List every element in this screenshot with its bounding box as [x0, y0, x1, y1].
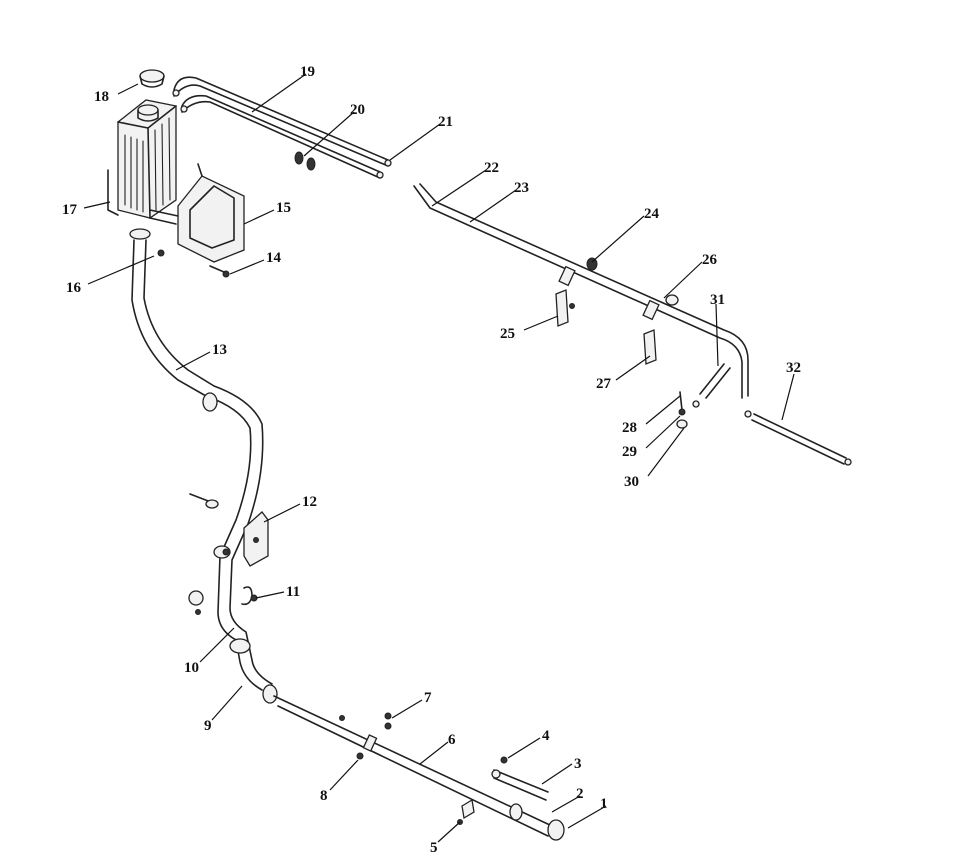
callout-26: 26	[702, 252, 718, 268]
coolant-hose	[131, 239, 278, 704]
callout-25: 25	[500, 326, 515, 342]
callout-10: 10	[184, 660, 199, 676]
callout-17: 17	[62, 202, 78, 218]
callout-30: 30	[624, 474, 639, 490]
straight-pipe	[744, 410, 852, 466]
callout-14: 14	[266, 250, 282, 266]
callout-29: 29	[622, 444, 637, 460]
upper-pipe	[413, 183, 749, 399]
callout-15: 15	[276, 200, 291, 216]
hose-bracket	[222, 511, 269, 567]
lower-bolt	[356, 752, 364, 760]
hose-clamp	[129, 228, 165, 257]
callout-32: 32	[786, 360, 801, 376]
callout-11: 11	[286, 584, 300, 600]
small-clamps	[294, 151, 316, 171]
short-pipe	[692, 363, 731, 408]
callout-28: 28	[622, 420, 637, 436]
leader-lines	[83, 73, 795, 843]
callout-16: 16	[66, 280, 82, 296]
hose-clip	[241, 586, 258, 606]
callout-22: 22	[484, 160, 499, 176]
bolt	[209, 265, 230, 278]
callout-19: 19	[300, 64, 315, 80]
bracket-bolt	[189, 493, 219, 509]
lower-clip	[457, 798, 475, 825]
callout-31: 31	[710, 292, 725, 308]
short-hose	[491, 756, 549, 801]
callout-9: 9	[204, 718, 212, 734]
callout-12: 12	[302, 494, 317, 510]
upper-hoses	[172, 76, 392, 179]
pipe-nut	[586, 257, 598, 271]
callout-27: 27	[596, 376, 612, 392]
reservoir-tank	[107, 99, 177, 219]
fastener-stack	[676, 391, 688, 429]
callout-7: 7	[424, 690, 432, 706]
callout-24: 24	[644, 206, 660, 222]
callout-5: 5	[430, 840, 438, 856]
callout-20: 20	[350, 102, 365, 118]
callouts: 1 2 3 4 5 6 7 8 9 10 11 12 13 14 15 16 1…	[62, 64, 801, 856]
callout-21: 21	[438, 114, 453, 130]
side-clamp	[188, 590, 204, 615]
filler-cap	[139, 69, 165, 88]
callout-8: 8	[320, 788, 328, 804]
callout-6: 6	[448, 732, 456, 748]
callout-4: 4	[542, 728, 550, 744]
callout-1: 1	[600, 796, 608, 812]
callout-3: 3	[574, 756, 582, 772]
lower-pipe	[273, 695, 565, 841]
callout-18: 18	[94, 89, 109, 105]
callout-23: 23	[514, 180, 529, 196]
pipe-bracket-left	[555, 289, 575, 327]
pipe-clamp	[665, 294, 679, 306]
nut-pair	[384, 712, 392, 730]
tank-bracket	[149, 163, 245, 263]
pipe-bracket-right	[643, 329, 657, 365]
callout-13: 13	[212, 342, 227, 358]
callout-2: 2	[576, 786, 584, 802]
